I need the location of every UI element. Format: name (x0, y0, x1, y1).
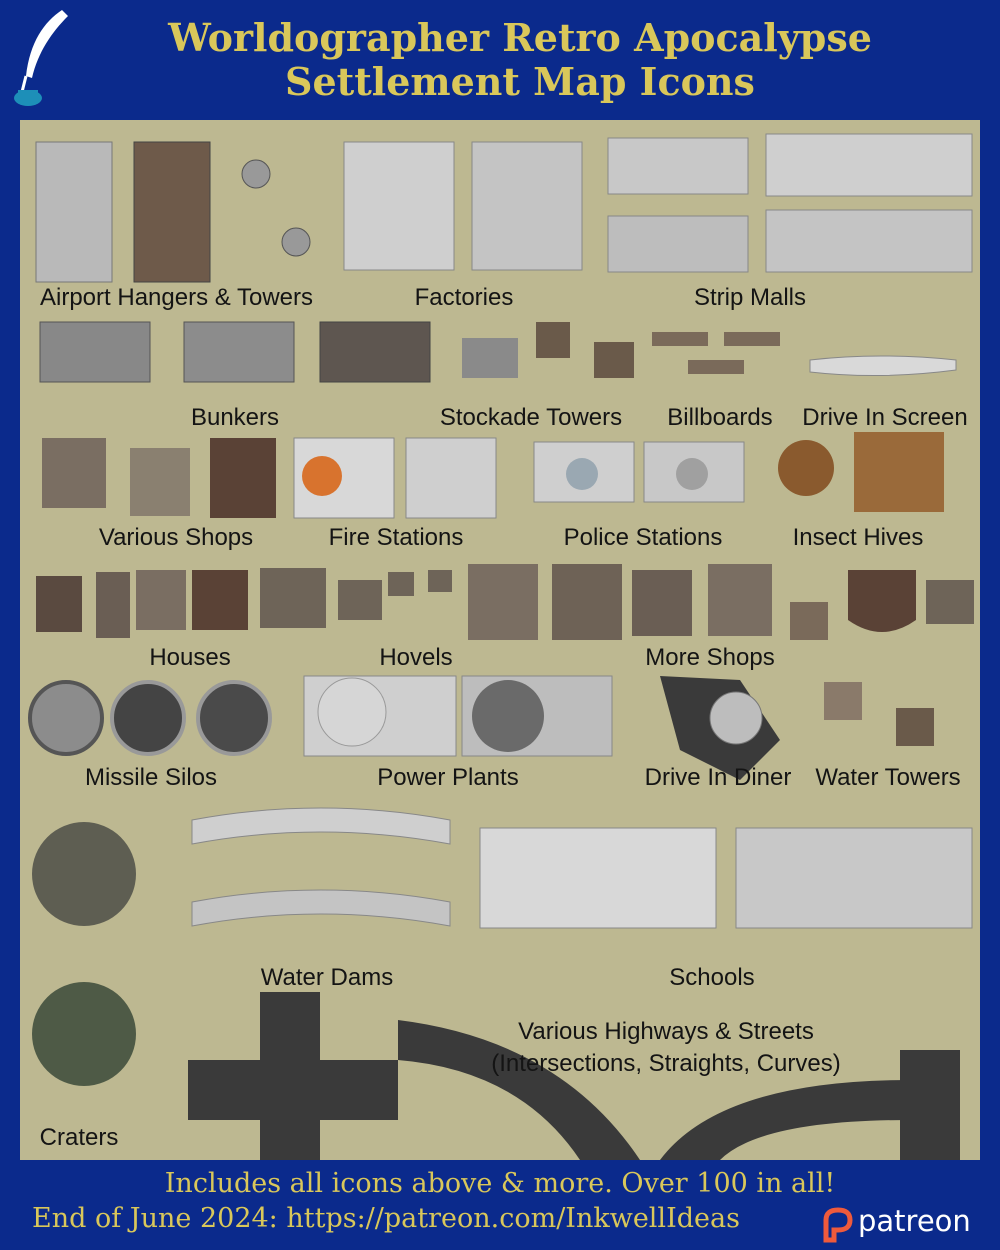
label-various-shops: Various Shops (98, 524, 254, 551)
label-water-dams: Water Dams (260, 964, 394, 991)
label-drive-in-diner: Drive In Diner (644, 764, 792, 791)
label-billboards: Billboards (667, 404, 773, 431)
label-strip-malls: Strip Malls (693, 284, 807, 311)
patreon-logo-icon[interactable] (820, 1204, 980, 1244)
page-subtitle: Settlement Map Icons (285, 59, 755, 104)
label-fire-stations: Fire Stations (328, 524, 464, 551)
label-hovels: Hovels (379, 644, 453, 671)
label-insect-hives: Insect Hives (792, 524, 924, 551)
footer-line-1: Includes all icons above & more. Over 10… (164, 1168, 836, 1199)
icon-artwork (28, 133, 974, 1160)
label-stockade-towers: Stockade Towers (439, 404, 623, 431)
patreon-wordmark[interactable]: patreon (858, 1204, 971, 1238)
label-highways-line2: (Intersections, Straights, Curves) (491, 1050, 841, 1077)
label-highways-line1: Various Highways & Streets (518, 1018, 814, 1045)
label-more-shops: More Shops (645, 644, 775, 671)
label-water-towers: Water Towers (815, 764, 961, 791)
label-factories: Factories (414, 284, 514, 311)
quill-inkwell-icon (14, 10, 68, 106)
page-title: Worldographer Retro Apocalypse (168, 15, 872, 60)
label-police-stations: Police Stations (563, 524, 723, 551)
label-drive-in-screen: Drive In Screen (802, 404, 968, 431)
label-schools: Schools (669, 964, 755, 991)
label-craters: Craters (39, 1124, 119, 1151)
footer-line-2[interactable]: End of June 2024: https://patreon.com/In… (32, 1203, 740, 1234)
label-airport: Airport Hangers & Towers (40, 284, 313, 311)
label-power-plants: Power Plants (377, 764, 519, 791)
label-bunkers: Bunkers (190, 404, 280, 431)
icon-panel: Airport Hangers & Towers Factories Strip… (20, 120, 980, 1160)
label-missile-silos: Missile Silos (84, 764, 218, 791)
label-houses: Houses (149, 644, 231, 671)
